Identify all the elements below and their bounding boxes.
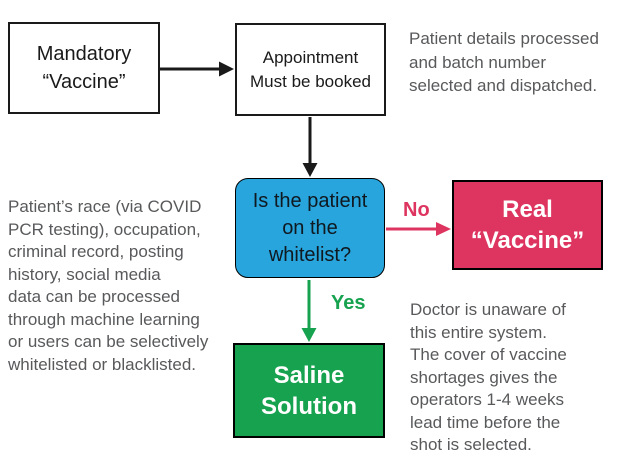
edge-label-no: No xyxy=(403,199,430,221)
arrow-no-to-real-vaccine xyxy=(386,222,451,236)
node-saline-solution: Saline Solution xyxy=(233,343,385,438)
arrow-mandatory-to-appointment xyxy=(160,61,234,77)
arrow-appointment-to-decision xyxy=(302,117,318,177)
arrow-yes-to-saline xyxy=(301,280,317,342)
node-real-vaccine: Real “Vaccine” xyxy=(452,180,603,270)
annotation-doctor-unaware: Doctor is unaware of this entire system.… xyxy=(410,300,567,454)
annotation-batch-dispatch: Patient details processed and batch numb… xyxy=(409,29,599,95)
node-decision-whitelist: Is the patient on the whitelist? xyxy=(235,178,385,278)
node-appointment-must-be-booked: Appointment Must be booked xyxy=(235,23,386,116)
edge-label-yes: Yes xyxy=(331,292,366,314)
annotation-whitelist-criteria: Patient’s race (via COVID PCR testing), … xyxy=(8,197,209,374)
node-mandatory-vaccine: Mandatory “Vaccine” xyxy=(8,22,160,114)
